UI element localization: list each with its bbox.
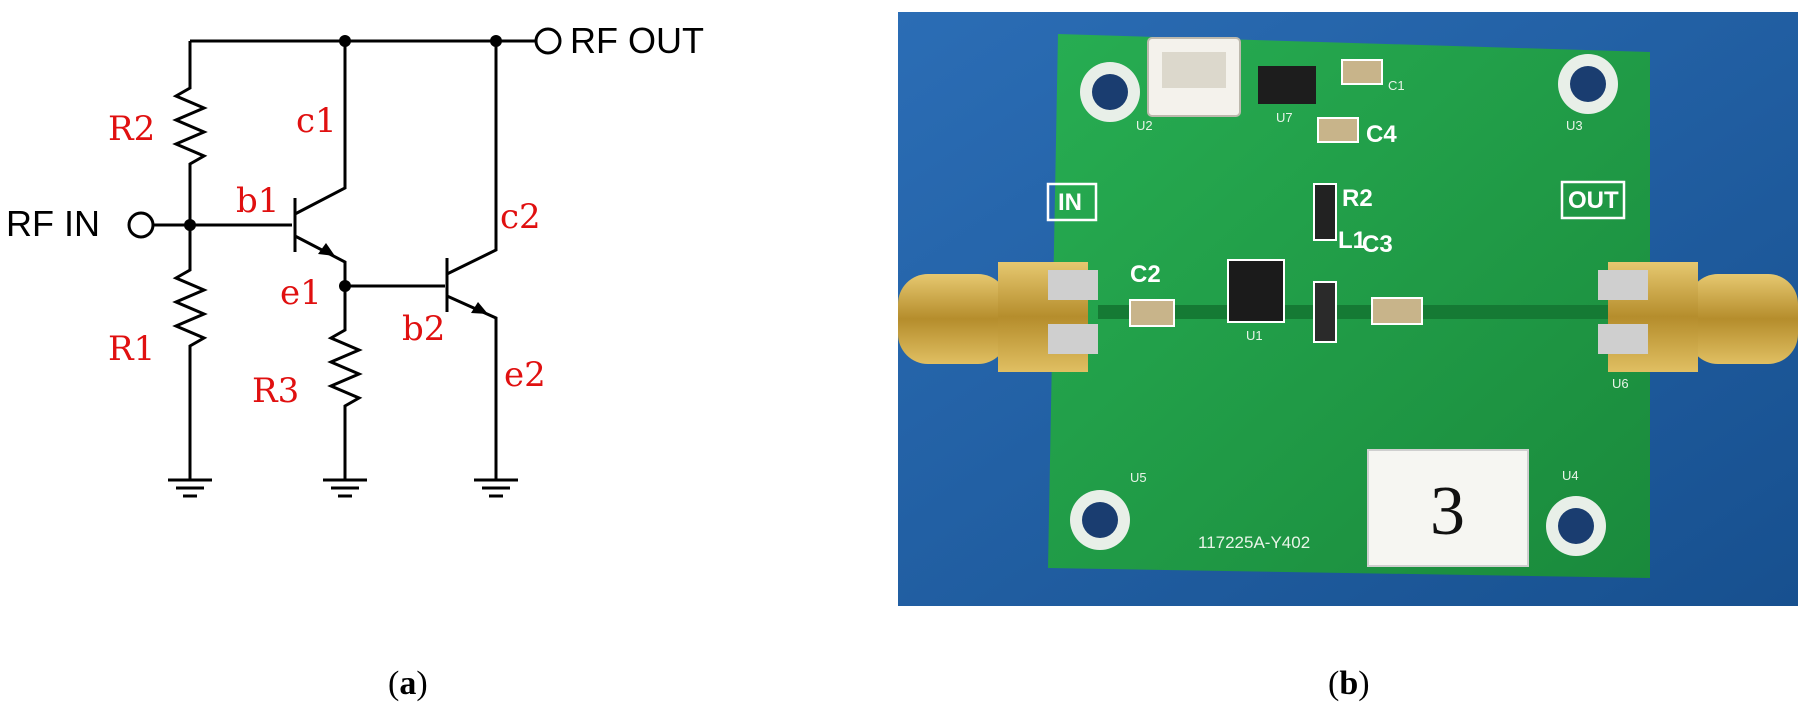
ground-symbol-2 (323, 478, 367, 498)
rf-out-label: RF OUT (570, 20, 704, 61)
u5-silkscreen-label: U5 (1130, 470, 1147, 485)
amplifier-board-photo: IN OUT C1 C4 R2 L1 C3 C2 U1 U2 U3 U4 U5 … (898, 12, 1798, 606)
handwritten-number: 3 (1430, 473, 1465, 550)
mounting-hole-bottom-right (1546, 496, 1606, 556)
capacitor-c3 (1371, 297, 1423, 325)
caption-a: (a) (388, 665, 428, 702)
q1-emitter (294, 234, 347, 286)
c1-silkscreen-label: C1 (1388, 78, 1405, 93)
part-number-label: 117225A-Y402 (1198, 533, 1310, 552)
out-silkscreen-label: OUT (1568, 187, 1619, 214)
u4-silkscreen-label: U4 (1562, 468, 1579, 483)
r3-label: R3 (252, 371, 299, 411)
mounting-hole-top-left (1080, 62, 1140, 122)
rf-in-label: RF IN (6, 203, 100, 244)
capacitor-c4 (1317, 117, 1359, 143)
e1-label: e1 (280, 273, 322, 313)
jumper-block (1258, 66, 1316, 104)
l1-silkscreen-label: L1 (1338, 227, 1366, 254)
q2-emitter-arrow (471, 302, 488, 314)
sma-input-connector (898, 262, 1098, 372)
u3-silkscreen-label: U3 (1566, 118, 1583, 133)
rf-out-terminal (534, 27, 562, 55)
rf-in-terminal (127, 211, 155, 239)
r1-wire (172, 225, 208, 480)
out-silkscreen-box (1560, 180, 1626, 220)
capacitor-c1 (1341, 59, 1383, 85)
sma-output-connector (1598, 262, 1798, 372)
q2-emitter (446, 294, 498, 480)
r2-silkscreen-label: R2 (1342, 185, 1373, 212)
e2-label: e2 (504, 355, 546, 395)
number-sticker (1367, 449, 1529, 567)
power-connector-socket (1162, 52, 1226, 88)
b2-label: b2 (402, 309, 445, 349)
mounting-hole-top-right (1558, 54, 1618, 114)
q1-collector (294, 41, 347, 216)
r2-wire (172, 41, 208, 226)
u1-silkscreen-label: U1 (1246, 328, 1263, 343)
q1-emitter-arrow (318, 243, 335, 256)
r1-label: R1 (108, 329, 155, 369)
c4-silkscreen-label: C4 (1366, 121, 1397, 148)
r3-wire (327, 286, 363, 480)
c2-label: c2 (500, 197, 541, 237)
u6-silkscreen-label: U6 (1612, 376, 1629, 391)
u2-silkscreen-label: U2 (1136, 118, 1153, 133)
in-silkscreen-label: IN (1058, 189, 1082, 216)
c1-label: c1 (296, 101, 337, 141)
ground-symbol-1 (168, 478, 212, 498)
q2-collector (446, 41, 498, 276)
b1-label: b1 (236, 181, 279, 221)
resistor-r2 (1313, 183, 1337, 241)
inductor-l1 (1313, 281, 1337, 343)
two-stage-amplifier-schematic: RF OUT R2 RF IN R1 b1 c1 e1 R3 b2 c2 e2 (6, 20, 704, 498)
in-silkscreen-box (1046, 182, 1098, 222)
transistor-u1 (1227, 259, 1285, 323)
capacitor-c2 (1129, 299, 1175, 327)
ground-symbol-3 (474, 478, 518, 498)
caption-b: (b) (1328, 665, 1370, 702)
r2-label: R2 (108, 109, 155, 149)
c2-silkscreen-label: C2 (1130, 261, 1161, 288)
mounting-hole-bottom-left (1070, 490, 1130, 550)
u7-silkscreen-label: U7 (1276, 110, 1293, 125)
c3-silkscreen-label: C3 (1362, 231, 1393, 258)
